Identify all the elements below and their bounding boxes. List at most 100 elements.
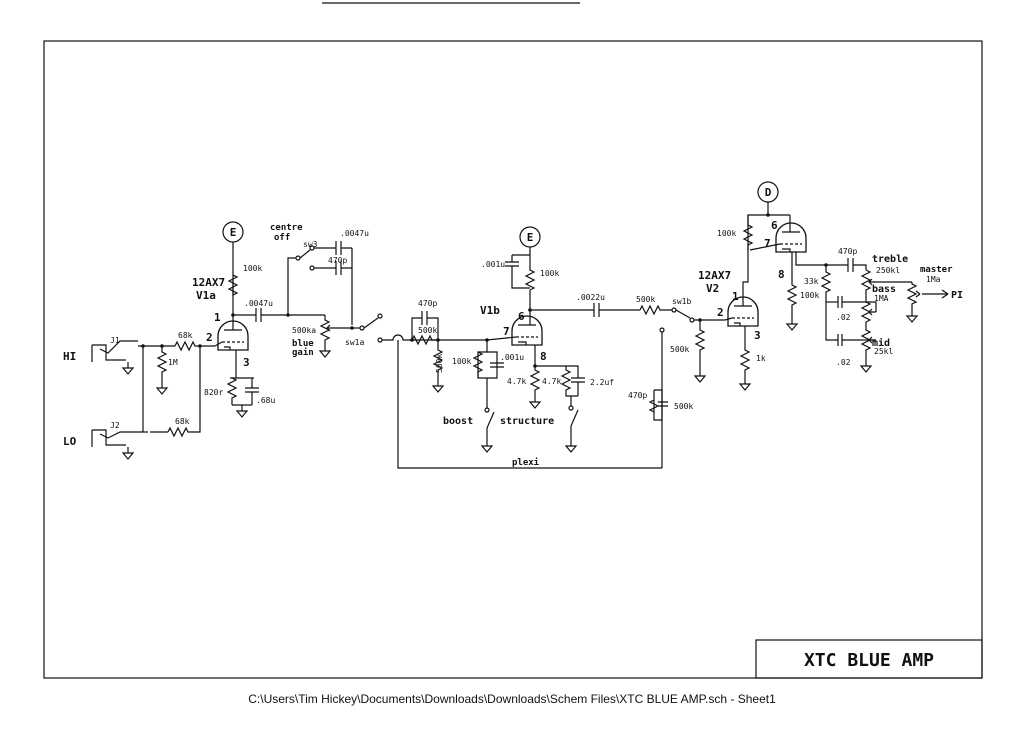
tube-v1a: 2 3 1 12AX7 V1a xyxy=(192,276,250,369)
r-grid-lo-label: 68k xyxy=(175,417,190,426)
r-500k-v2-label: 500k xyxy=(674,402,693,411)
r-cathode-v1a xyxy=(226,377,238,405)
c-cathode-v1b-label: 2.2uf xyxy=(590,378,614,387)
r-grid-lo xyxy=(167,346,201,438)
c-cathode-v1a-label: .68u xyxy=(256,396,275,405)
r-500k-b-label: 500k xyxy=(435,354,444,373)
c-bright-470p xyxy=(314,261,352,275)
c-coupling-v1a xyxy=(233,308,325,322)
r-500k-a-label: 500k xyxy=(418,326,437,335)
r-33k xyxy=(820,265,832,302)
c-470p-v1b-label: 470p xyxy=(418,299,437,308)
plexi-label: plexi xyxy=(512,457,540,468)
master-label: master xyxy=(920,265,953,275)
r-grid-leak-v2 xyxy=(694,320,706,370)
v1a-pin3: 3 xyxy=(243,356,250,369)
r-100k-v1b xyxy=(472,351,484,378)
tube-v1b: 7 8 6 V1b xyxy=(480,304,547,363)
structure-label: structure xyxy=(500,416,554,427)
r-cathode-v1a-label: 820r xyxy=(204,388,223,397)
supply-e-1-label: E xyxy=(230,226,237,239)
j1-label: J1 xyxy=(110,336,120,345)
v1a-name: V1a xyxy=(196,289,216,302)
pot-mid xyxy=(860,322,872,360)
schematic-title: XTC BLUE AMP xyxy=(804,650,934,671)
r-plate-v1a-label: 100k xyxy=(243,264,262,273)
c-coupling-v1b xyxy=(530,303,640,317)
plexi-bus xyxy=(397,340,662,469)
c-001-plate-label: .001u xyxy=(481,260,505,269)
v1b-pin6: 6 xyxy=(518,310,525,323)
r-500k-v1b-series xyxy=(411,334,438,346)
r-plate-v1b xyxy=(524,255,536,291)
c-001-plate xyxy=(505,247,531,289)
pi-label: PI xyxy=(951,290,963,301)
centre-label: centre xyxy=(270,223,303,233)
v1a-pin1: 1 xyxy=(214,311,221,324)
r-plate-v2b-label: 100k xyxy=(717,229,736,238)
pot-treble xyxy=(860,269,872,298)
r-grid-hi xyxy=(174,340,215,352)
r-500k-series-label: 500k xyxy=(636,295,655,304)
r-cath-b-label: 4.7k xyxy=(542,377,561,386)
mid-val-label: 25kl xyxy=(874,347,893,356)
r-100k-v2b-label: 100k xyxy=(800,291,819,300)
c-470p-treble-label: 470p xyxy=(838,247,857,256)
r-plate-v1a xyxy=(227,250,239,296)
c-02-b-label: .02 xyxy=(836,358,851,367)
r-input-1m xyxy=(156,346,168,382)
r-cath-v1b-a xyxy=(529,366,541,396)
c-470p-treble xyxy=(836,258,867,272)
supply-e-2-label: E xyxy=(527,231,534,244)
r-500k-series xyxy=(639,304,672,316)
mid-label: mid xyxy=(872,337,890,349)
v2-pin1: 1 xyxy=(732,290,739,303)
lo-label: LO xyxy=(63,435,77,448)
master-val-label: 1Ma xyxy=(926,275,941,284)
r-plate-v2b xyxy=(742,215,754,250)
c-02-a xyxy=(837,296,862,308)
treble-label: treble xyxy=(872,254,908,265)
v1a-pin2: 2 xyxy=(206,331,213,344)
input-jack-lo: J2 LO xyxy=(63,421,148,460)
sw3-label: sw3 xyxy=(303,240,318,249)
bass-label: bass xyxy=(872,284,896,295)
sw1a-label: sw1a xyxy=(345,338,364,347)
c-02-a-label: .02 xyxy=(836,313,851,322)
off-label: off xyxy=(274,233,290,243)
v1a-type: 12AX7 xyxy=(192,276,225,289)
r-33k-label: 33k xyxy=(804,277,819,286)
v1b-name: V1b xyxy=(480,304,500,317)
c-coupling-v1b-label: .0022u xyxy=(576,293,605,302)
sheet-border xyxy=(43,40,983,679)
bass-val-label: 1MA xyxy=(874,294,889,303)
c-001-grid-label: .001u xyxy=(500,353,524,362)
c-bright-470p-label: 470p xyxy=(328,256,347,265)
c-bright-0047 xyxy=(314,241,352,255)
j2-label: J2 xyxy=(110,421,120,430)
v2-name: V2 xyxy=(706,282,719,295)
v2b-pin8: 8 xyxy=(778,268,785,281)
c-cathode-v1a xyxy=(245,378,259,405)
treble-val-label: 250kl xyxy=(876,266,900,275)
blue-label: blue xyxy=(292,339,314,349)
r-500k-v1b-grid xyxy=(432,340,444,380)
c-470p-v2-label: 470p xyxy=(628,391,647,400)
c-001-v1b xyxy=(490,362,504,368)
c-cathode-v1b xyxy=(571,365,585,396)
r-100k-v2b-cath xyxy=(786,252,798,318)
c-bright-0047-label: .0047u xyxy=(340,229,369,238)
pot-gain-label: 500ka xyxy=(292,326,316,335)
v2b-pin7: 7 xyxy=(764,237,771,250)
r-cathode-v2 xyxy=(739,326,751,378)
v1b-pin7: 7 xyxy=(503,325,510,338)
hi-label: HI xyxy=(63,350,76,363)
r-plate-v1b-label: 100k xyxy=(540,269,559,278)
c-470p-v1b xyxy=(411,311,439,340)
r-input-label: 1M xyxy=(168,358,178,367)
c-02-b xyxy=(837,334,862,346)
v1b-pin8: 8 xyxy=(540,350,547,363)
c-coupling-v1a-label: .0047u xyxy=(244,299,273,308)
v2b-pin6: 6 xyxy=(771,219,778,232)
